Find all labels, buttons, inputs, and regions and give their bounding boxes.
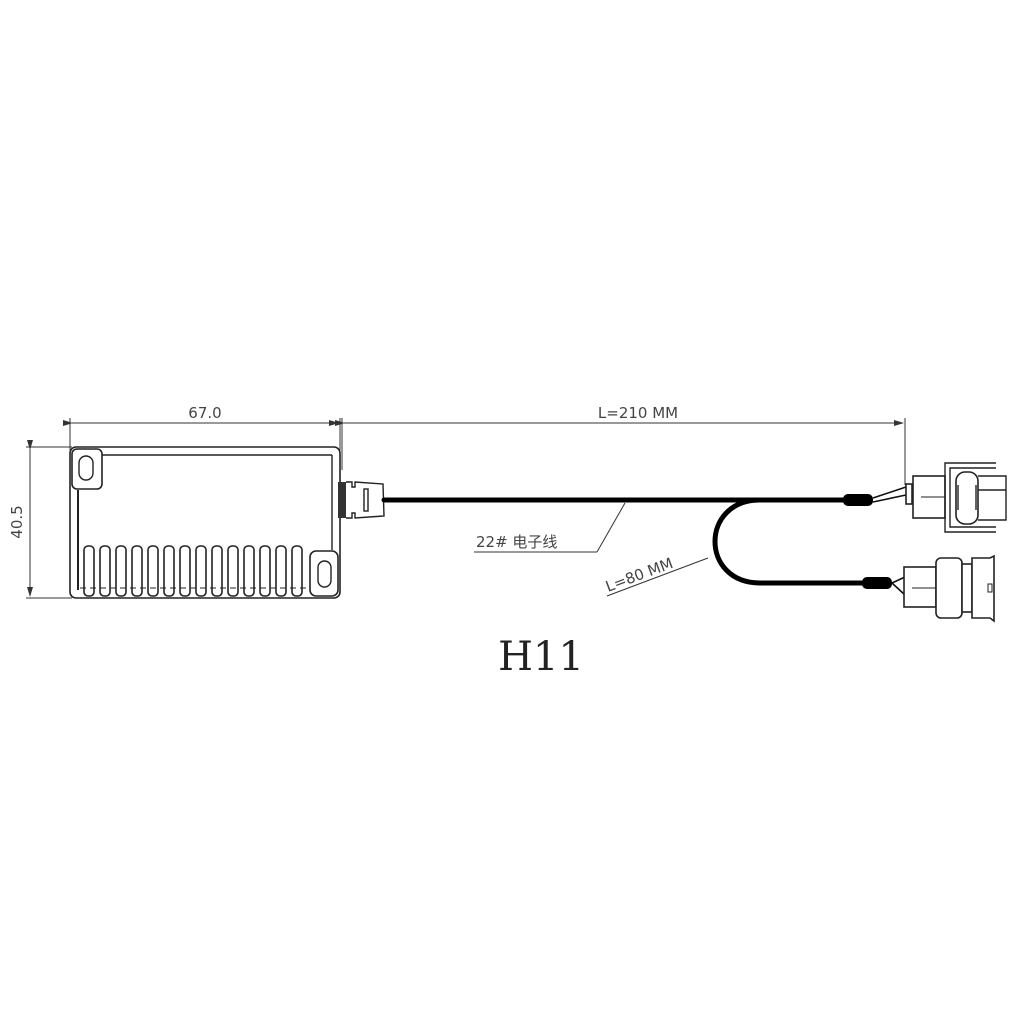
cable-gland	[338, 481, 385, 519]
wire-spec-callout: 22# 电子线	[474, 502, 626, 553]
branch-cable	[712, 497, 873, 586]
diagram-title: H11	[498, 634, 584, 680]
ballast-module	[69, 446, 341, 599]
mount-hole-bottom-right	[309, 550, 339, 597]
main-cable-length-label: L=210 MM	[598, 404, 678, 422]
connector-lower	[903, 554, 995, 623]
branch-length-label: L=80 MM	[603, 554, 675, 596]
wire-split-upper	[872, 486, 907, 503]
cooling-fins	[80, 545, 308, 597]
branch-length-callout: L=80 MM	[603, 554, 709, 597]
wire-spec-label: 22# 电子线	[476, 533, 557, 551]
module-height-label: 40.5	[8, 505, 26, 538]
ferrule-lower	[862, 577, 892, 589]
wire-split-lower	[891, 576, 906, 596]
dimension-module-height: 40.5	[8, 440, 72, 599]
module-width-label: 67.0	[188, 404, 221, 422]
dimension-module-width: 67.0	[63, 404, 341, 450]
dimension-main-cable: L=210 MM	[335, 404, 906, 485]
mount-hole-top-left	[71, 448, 103, 490]
connector-upper	[905, 462, 1007, 533]
ferrule-upper	[843, 494, 873, 506]
